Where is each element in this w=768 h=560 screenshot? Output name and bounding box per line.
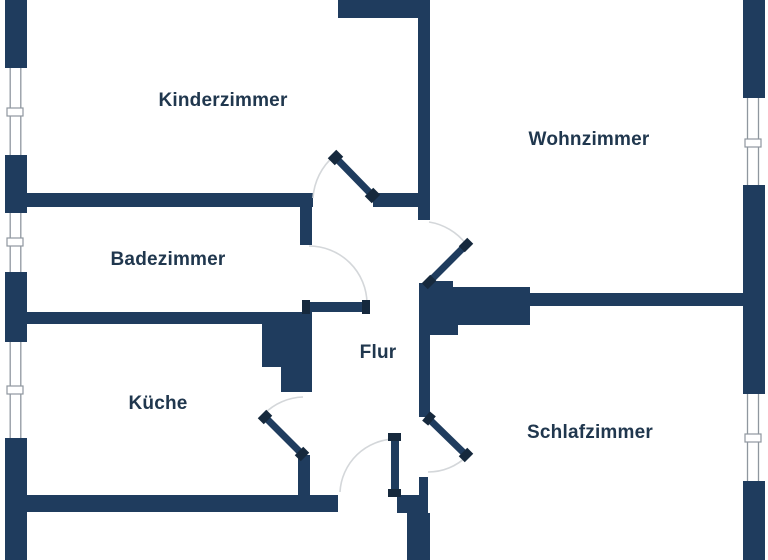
- window-badezimmer: [6, 213, 24, 272]
- wall-segment: [373, 193, 419, 207]
- wall-segment: [407, 513, 430, 560]
- door-leaf: [332, 154, 376, 199]
- door-leaf-cap: [364, 187, 381, 204]
- door-leaf-cap: [421, 274, 437, 290]
- door-kinderzimmer: [312, 149, 381, 204]
- door-leaf: [391, 437, 399, 495]
- door-leaf: [426, 416, 469, 458]
- wall-segment: [5, 277, 27, 337]
- door-leaf: [426, 242, 469, 285]
- window-frame-cap: [743, 185, 765, 193]
- door-leaf-cap: [388, 489, 401, 497]
- door-badezimmer: [302, 245, 370, 314]
- wall-segment: [5, 0, 27, 63]
- wall-segment: [530, 293, 743, 306]
- room-label-kinderzimmer: Kinderzimmer: [158, 90, 288, 111]
- door-swing-arc: [312, 155, 335, 199]
- door-leaf-cap: [257, 409, 273, 425]
- window-frame-cap: [5, 63, 27, 68]
- door-leaf-cap: [422, 411, 436, 426]
- wall-segment: [418, 0, 430, 220]
- interior-walls: [27, 0, 743, 500]
- wall-segment: [743, 193, 765, 385]
- window-frame-cap: [5, 272, 27, 277]
- wall-segment: [338, 0, 430, 18]
- room-label-flur: Flur: [359, 342, 397, 363]
- door-swing-arc: [263, 396, 304, 415]
- wall-segment: [419, 477, 428, 496]
- wall-segment: [453, 287, 530, 325]
- room-label-schlafzimmer: Schlafzimmer: [527, 422, 653, 443]
- wall-segment: [298, 455, 310, 500]
- door-swing-arc: [308, 245, 368, 304]
- exterior-walls: [5, 0, 765, 560]
- wall-segment: [397, 495, 428, 513]
- windows: [6, 68, 762, 481]
- door-leaf-cap: [458, 237, 474, 253]
- door-kueche: [257, 396, 310, 462]
- wall-segment: [27, 312, 262, 324]
- window-kinderzimmer: [6, 68, 24, 155]
- wall-segment: [281, 367, 312, 392]
- window-frame-cap: [5, 438, 27, 443]
- window-schlafzimmer: [744, 394, 762, 481]
- room-label-kueche: Küche: [128, 393, 188, 414]
- wall-segment: [5, 160, 27, 208]
- window-frame-cap: [5, 337, 27, 342]
- wall-segment: [428, 281, 453, 292]
- window-frame-cap: [743, 481, 765, 487]
- door-leaf: [261, 413, 305, 457]
- wall-segment: [262, 312, 312, 367]
- door-leaf-cap: [302, 300, 310, 314]
- wall-segment: [743, 0, 765, 90]
- doors: [257, 149, 474, 497]
- door-entrance-flur: [339, 433, 401, 497]
- door-schlafzimmer: [422, 411, 474, 473]
- door-leaf-cap: [327, 149, 344, 166]
- door-leaf-cap: [362, 300, 370, 314]
- window-wohnzimmer: [744, 98, 762, 185]
- wall-segment: [743, 487, 765, 560]
- wall-segment: [419, 283, 430, 417]
- window-kueche: [6, 342, 24, 438]
- door-swing-arc: [428, 221, 467, 245]
- wall-segment: [300, 193, 312, 245]
- room-label-badezimmer: Badezimmer: [110, 249, 226, 270]
- room-label-wohnzimmer: Wohnzimmer: [528, 129, 650, 150]
- door-leaf-cap: [294, 446, 310, 462]
- door-leaf: [306, 302, 366, 312]
- wall-segment: [27, 193, 313, 207]
- window-frame-cap: [743, 385, 765, 394]
- window-frame-cap: [5, 208, 27, 213]
- window-frame-cap: [5, 155, 27, 160]
- door-swing-arc: [339, 438, 396, 493]
- door-wohnzimmer: [421, 221, 474, 290]
- wall-segment: [5, 495, 338, 512]
- door-leaf-cap: [458, 447, 474, 463]
- door-leaf-cap: [388, 433, 401, 441]
- window-frame-cap: [743, 90, 765, 98]
